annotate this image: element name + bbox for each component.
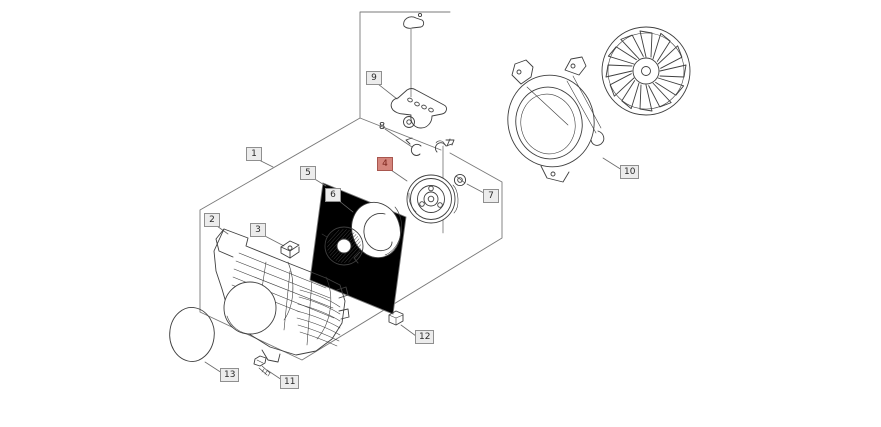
- starter-pulley[interactable]: [406, 174, 459, 224]
- torsion-spring-hooks[interactable]: [405, 137, 455, 156]
- part-label-12[interactable]: 12: [415, 330, 435, 344]
- assembly-group-1-outline: [199, 11, 503, 361]
- part-label-4-highlighted[interactable]: 4: [377, 157, 393, 171]
- leader-lines: [204, 83, 623, 381]
- part-label-2[interactable]: 2: [204, 213, 220, 227]
- flywheel-fan[interactable]: [601, 26, 691, 116]
- rope-guide-bracket[interactable]: [390, 88, 447, 129]
- part-label-11[interactable]: 11: [280, 375, 300, 389]
- part-label-7[interactable]: 7: [483, 189, 499, 203]
- retainer-clip[interactable]: [388, 310, 404, 326]
- part-label-6[interactable]: 6: [325, 188, 341, 202]
- housing-screw[interactable]: [253, 355, 271, 377]
- part-label-8: 8: [378, 121, 386, 132]
- part-label-10[interactable]: 10: [620, 165, 640, 179]
- oval-cover[interactable]: [169, 307, 215, 362]
- spring-case-cover[interactable]: [345, 196, 408, 264]
- part-label-9[interactable]: 9: [366, 71, 382, 85]
- starter-housing-cover[interactable]: [213, 228, 350, 363]
- part-label-1[interactable]: 1: [246, 147, 262, 161]
- recoil-spring[interactable]: [321, 226, 364, 266]
- starter-rope-handle[interactable]: [403, 12, 425, 98]
- clip-block[interactable]: [280, 240, 300, 259]
- fan-housing[interactable]: [498, 56, 605, 183]
- pulley-screw[interactable]: [453, 173, 467, 187]
- part-label-3[interactable]: 3: [250, 223, 266, 237]
- part-label-13[interactable]: 13: [220, 368, 240, 382]
- part-label-5[interactable]: 5: [300, 166, 316, 180]
